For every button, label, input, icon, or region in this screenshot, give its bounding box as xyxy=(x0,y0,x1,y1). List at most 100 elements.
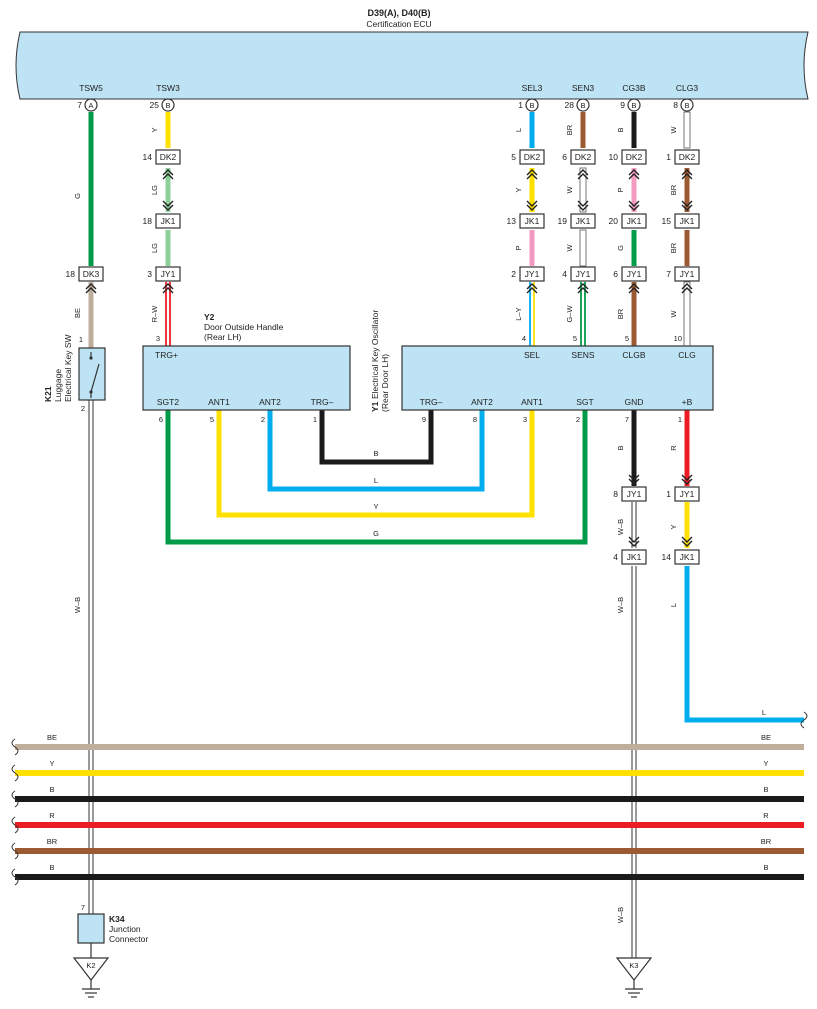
connector-box xyxy=(519,213,545,229)
chevron-up-icon xyxy=(162,287,174,294)
pin-circle xyxy=(680,98,694,112)
connector-label: DK2 xyxy=(679,152,696,162)
chevron-down-icon xyxy=(162,204,174,211)
y1-pin-clgb: CLGB xyxy=(622,350,645,360)
wire-color-label: G–W xyxy=(565,305,574,323)
y2-body xyxy=(142,345,351,411)
connector-label: DK2 xyxy=(160,152,177,162)
wire-color-label: Y xyxy=(373,502,378,511)
pin-circle xyxy=(576,98,590,112)
connector-pin-number: 8 xyxy=(613,489,618,499)
connector-box xyxy=(621,213,647,229)
y1-pin-sgt: SGT xyxy=(576,397,593,407)
connector-pin-number: 2 xyxy=(511,269,516,279)
bus-label-left: B xyxy=(49,785,54,794)
pin-number: 8 xyxy=(673,100,678,110)
y1-pin-num: 2 xyxy=(576,415,580,424)
bus-label-left: B xyxy=(49,863,54,872)
connector-box xyxy=(570,213,596,229)
wire-color-label: LG xyxy=(150,243,159,253)
wire-color-label: G xyxy=(73,193,82,199)
ecu-pins: A 7 B 25 B 1 B 28 B 9 B 8 xyxy=(77,98,694,112)
wire-color-label: BR xyxy=(565,124,574,135)
connector-label: DK2 xyxy=(524,152,541,162)
chevron-up-icon xyxy=(628,173,640,180)
wire-w-2 xyxy=(683,281,691,347)
wire-color-label: W xyxy=(565,186,574,194)
wire-color-label: LG xyxy=(150,185,159,195)
inline-connectors: DK318DK214JK118JY13DK25JK113JY12DK26JK11… xyxy=(66,149,700,565)
chevron-up-icon xyxy=(628,283,640,290)
pin-connector-letter: B xyxy=(684,101,689,110)
connector-label: JK1 xyxy=(680,552,695,562)
ground-triangle xyxy=(615,957,653,981)
pin-connector-letter: A xyxy=(88,101,93,110)
y1-body xyxy=(401,345,714,411)
y2-pin-trgp-num: 3 xyxy=(156,334,160,343)
wire-color-label: W–B xyxy=(616,907,625,923)
component-k21: 1 2 K21 Luggage Electrical Key SW xyxy=(43,334,106,413)
wire-color-label: L xyxy=(669,603,678,607)
wire-color-label: L xyxy=(762,708,766,717)
chevron-up-icon xyxy=(628,169,640,176)
connector-label: JK1 xyxy=(627,216,642,226)
wire-color-label: BR xyxy=(669,242,678,253)
y1-pin-num: 5 xyxy=(573,334,577,343)
chevron-up-icon xyxy=(526,283,538,290)
pin-connector-letter: B xyxy=(165,101,170,110)
wire-color-label: Y xyxy=(514,187,523,192)
wire-l-loop xyxy=(267,410,485,492)
y1-pin-num: 7 xyxy=(625,415,629,424)
chevron-up-icon xyxy=(577,287,589,294)
wire-color-label: Y xyxy=(150,127,159,132)
y2-pin-sgt2: SGT2 xyxy=(157,397,179,407)
component-y1: Y1 Electrical Key Oscillator (Rear Door … xyxy=(370,310,714,424)
chevron-up-icon xyxy=(526,173,538,180)
connector-pin-number: 4 xyxy=(613,552,618,562)
y1-name-2: (Rear Door LH) xyxy=(380,354,390,412)
y1-pin-num: 9 xyxy=(422,415,426,424)
pin-connector-letter: B xyxy=(580,101,585,110)
connector-pin-number: 14 xyxy=(143,152,153,162)
wire-color-label: BR xyxy=(669,184,678,195)
bus-label-right: BE xyxy=(761,733,771,742)
y1-pin-sel: SEL xyxy=(524,350,540,360)
bus-label-right: B xyxy=(763,785,768,794)
k21-switch-blade xyxy=(90,363,100,393)
connector-pin-number: 20 xyxy=(609,216,619,226)
k34-pin: 7 xyxy=(81,903,85,912)
wire-color-label: W xyxy=(565,244,574,252)
connector-pin-number: 13 xyxy=(507,216,517,226)
chevron-down-icon xyxy=(628,478,640,485)
chevron-down-icon xyxy=(681,536,693,543)
bus-break-left xyxy=(11,764,19,782)
connector-pin-number: 1 xyxy=(666,152,671,162)
connector-label: DK2 xyxy=(626,152,643,162)
y1-pin-trgm: TRG– xyxy=(420,397,443,407)
chevron-down-icon xyxy=(681,478,693,485)
wire-color-label: W–B xyxy=(616,519,625,535)
connector-pin-number: 10 xyxy=(609,152,619,162)
chevron-up-icon xyxy=(681,287,693,294)
ecu-pin-cg3b: B 9 xyxy=(620,98,641,112)
chevron-up-icon xyxy=(577,173,589,180)
pin-number: 28 xyxy=(565,100,575,110)
connector-box xyxy=(155,213,181,229)
y1-pin-num: 10 xyxy=(674,334,682,343)
chevron-down-icon xyxy=(681,204,693,211)
connector-box xyxy=(570,149,596,165)
wire-color-label: L xyxy=(514,128,523,132)
ecu-title: D39(A), D40(B) xyxy=(367,8,430,18)
